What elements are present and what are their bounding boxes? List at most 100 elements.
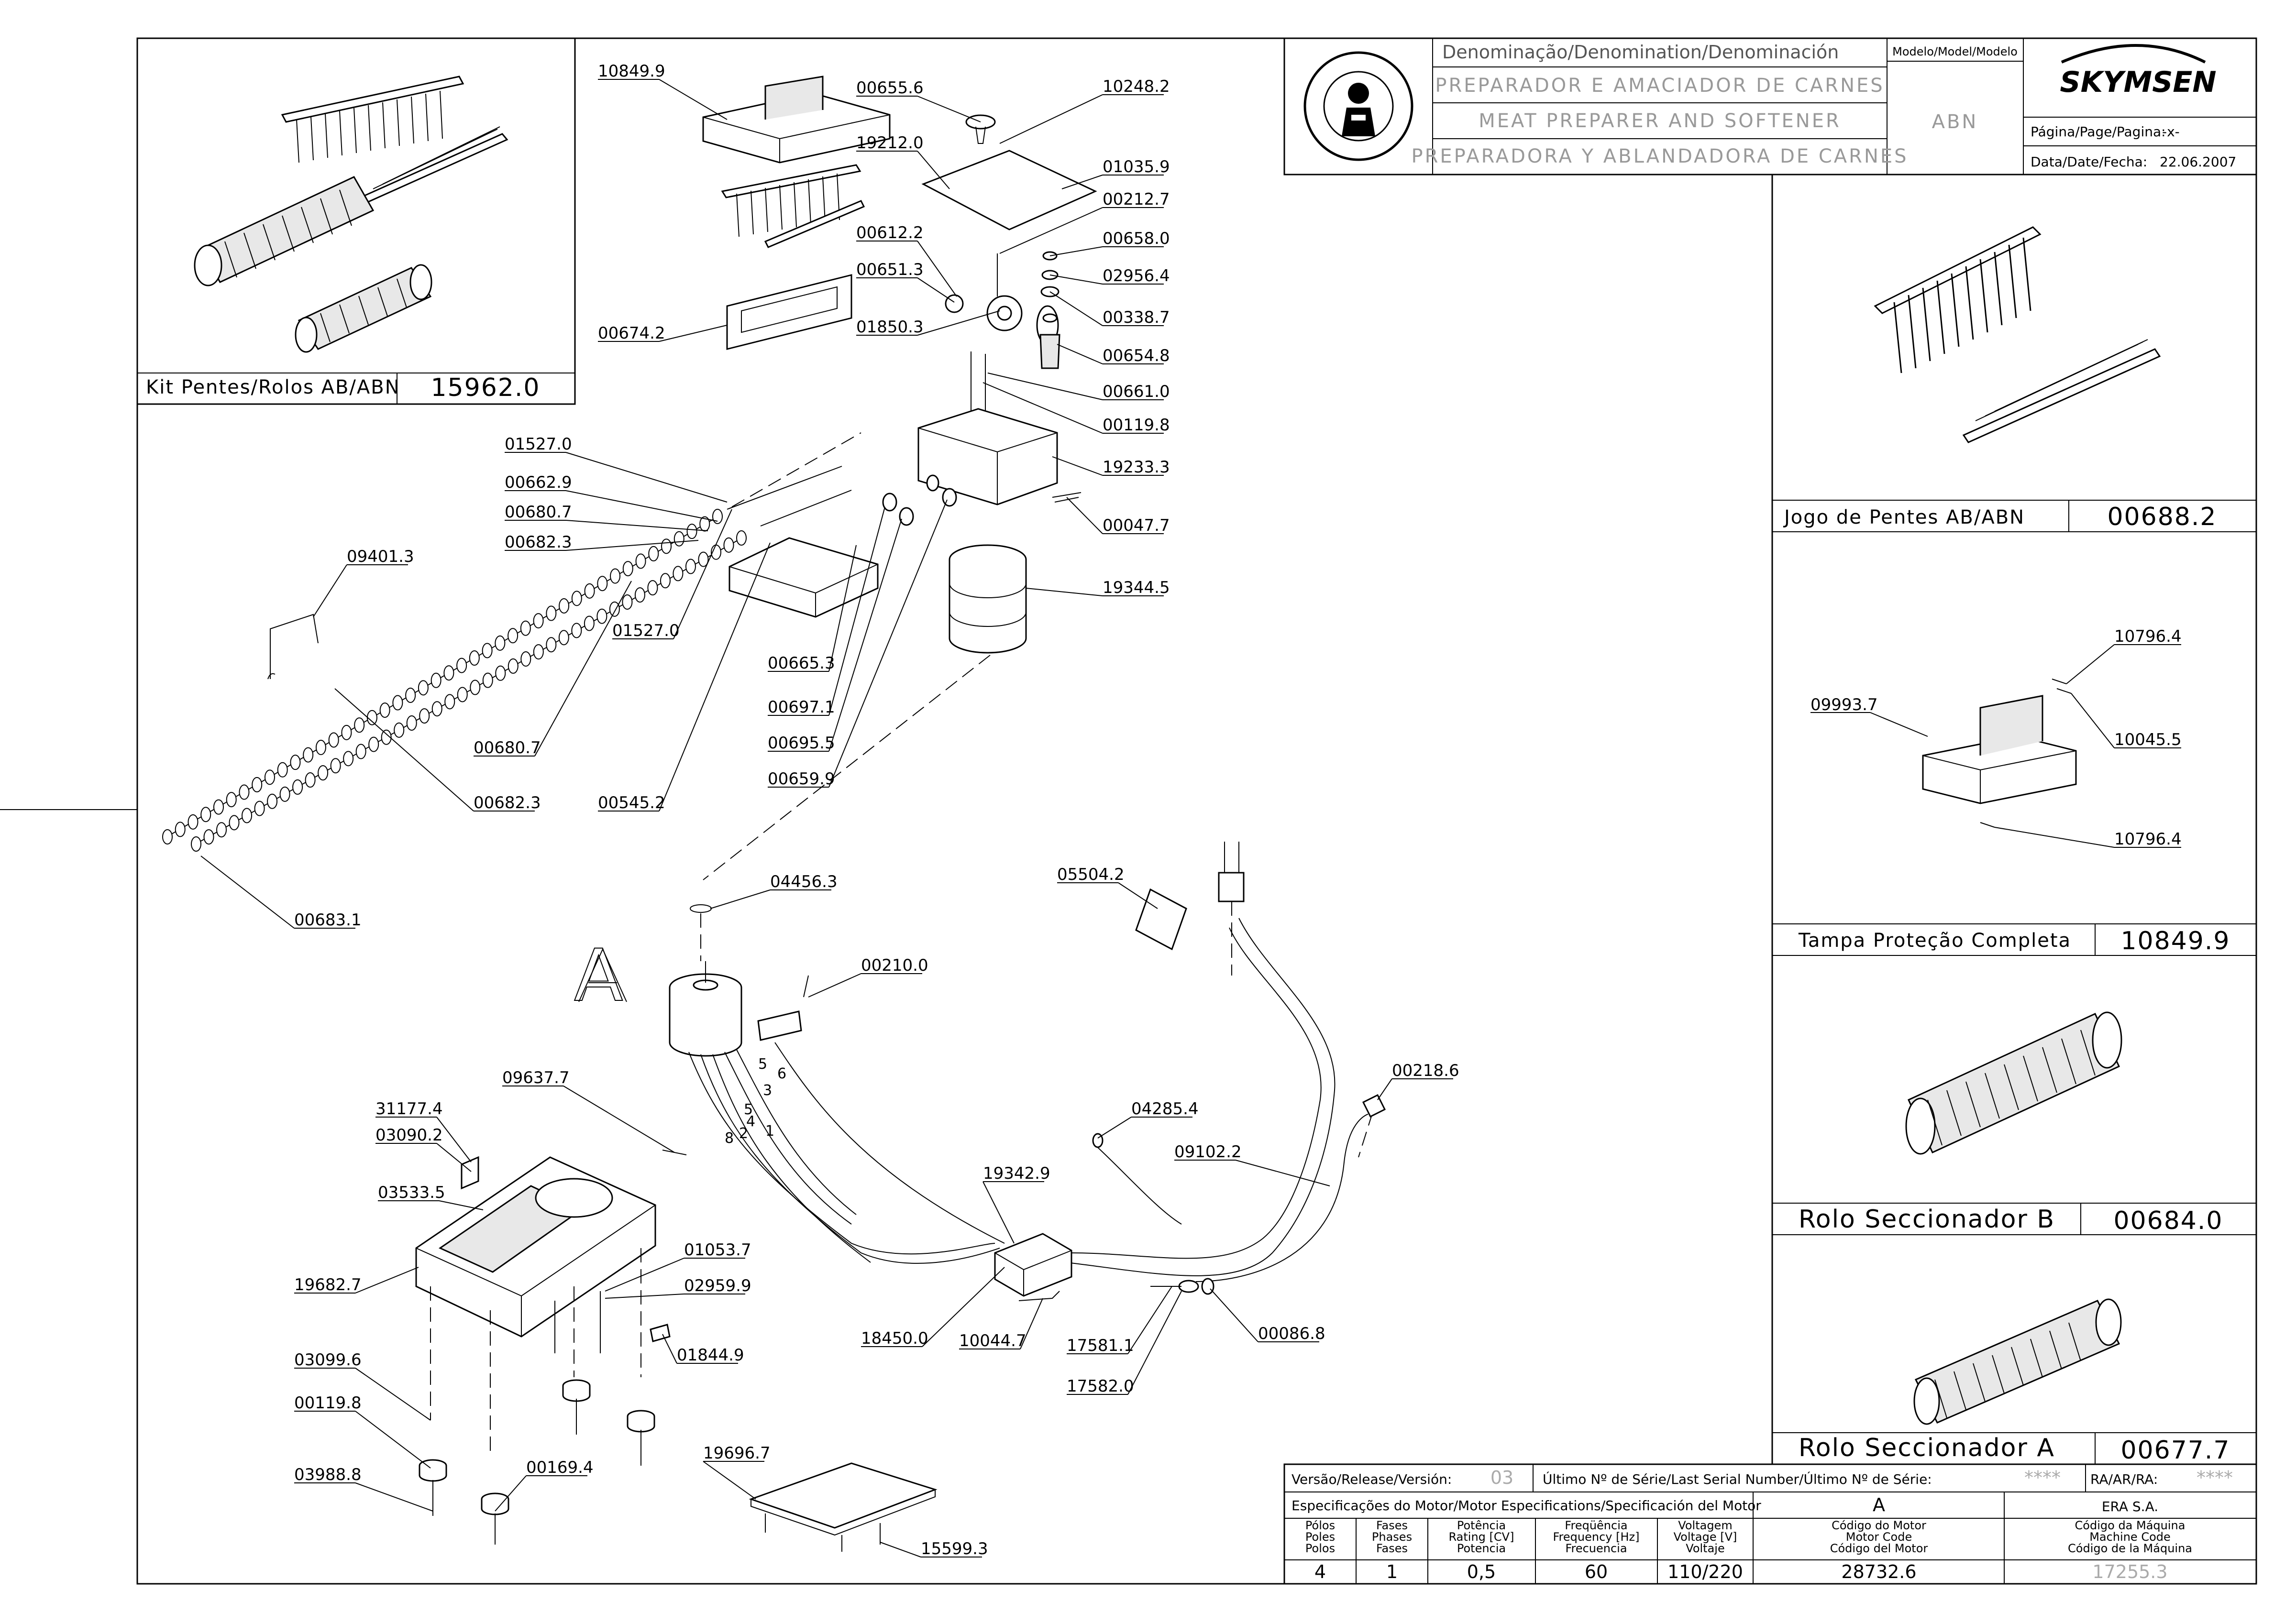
roller-disc [226,792,237,808]
roller-disc [444,694,455,710]
spec-col-motor-code: Código do Motor Motor Code Código del Mo… [1830,1519,1928,1582]
part-label: 00119.8 [294,1393,431,1469]
svg-text:Poles: Poles [1305,1530,1335,1544]
part-number: 17581.1 [1067,1336,1134,1355]
svg-text:Phases: Phases [1372,1530,1412,1544]
roller-disc [609,601,620,617]
roller-disc [469,650,480,666]
roller-disc [470,680,481,695]
part-number: 02956.4 [1103,266,1170,285]
roller-disc [318,765,329,781]
roller-disc [495,665,506,681]
roller-disc [443,665,454,681]
svg-text:5: 5 [758,1056,767,1073]
part-label: 00665.3 [768,545,857,673]
part-number: 19696.7 [703,1444,771,1463]
svg-text:Código del Motor: Código del Motor [1830,1542,1928,1555]
part-label: 00682.3 [334,688,541,812]
roller-disc [216,822,227,838]
part-label: 00545.2 [598,542,771,812]
roller-disc [406,715,417,731]
roller-disc [392,695,403,711]
svg-text:2: 2 [739,1125,748,1142]
name-english: MEAT PREPARER AND SOFTENER [1479,110,1841,132]
wire-numbers: 5 6 3 5 4 8 2 1 [725,1056,786,1147]
svg-text:Potência: Potência [1457,1519,1506,1532]
part-number: 01527.0 [612,621,680,640]
part-label: 19344.5 [1026,578,1170,597]
roller-disc [341,724,352,740]
svg-text:Fases: Fases [1376,1519,1408,1532]
comb-set-illustration [1874,226,2161,443]
part-number: 00651.3 [856,260,924,279]
svg-text:1: 1 [765,1123,774,1140]
part-number: 00210.0 [861,956,928,975]
roller-disc [381,729,392,745]
part-number: 19212.0 [856,133,924,153]
spec-col-frequency: Freqüência Frequency [Hz] Frecuencia 60 [1553,1519,1640,1582]
roller-disc [379,702,390,718]
svg-text:Voltage [V]: Voltage [V] [1674,1530,1737,1544]
part-number: 19233.3 [1103,458,1170,477]
svg-text:Código de la Máquina: Código de la Máquina [2068,1542,2192,1555]
page-value: -x- [2162,124,2180,140]
part-number: 00169.4 [526,1458,594,1477]
svg-text:110/220: 110/220 [1667,1561,1743,1582]
roller-disc [622,594,633,610]
part-number: 00086.8 [1258,1324,1325,1343]
roller-disc [546,637,557,653]
svg-text:Código da Máquina: Código da Máquina [2075,1519,2186,1532]
part-number: 03090.2 [375,1126,443,1145]
roller-disc [635,553,646,569]
part-number: 01035.9 [1103,157,1170,176]
roller-disc [290,755,301,770]
part-label: 01850.3 [856,310,1000,337]
part-number: 02959.9 [684,1276,751,1295]
version-label: Versão/Release/Versión: [1292,1471,1452,1487]
part-label: 19342.9 [982,1164,1050,1244]
part-number: 00212.7 [1103,190,1170,209]
roller-disc [343,751,354,767]
spec-col-poles: Pólos Poles Polos 4 [1305,1519,1335,1582]
roller-disc [264,769,275,785]
part-number: 00682.3 [474,793,541,812]
roller-disc [303,747,314,763]
title-block: Denominação/Denomination/Denominación PR… [1283,37,2257,175]
part-number: 09637.7 [502,1068,570,1087]
motor-letter-big: A [574,934,623,1018]
roller-disc [736,530,747,546]
part-number: 15599.3 [921,1539,988,1558]
brand-swoosh-icon [2061,44,2206,64]
spec-col-machine-code: Código da Máquina Machine Code Código de… [2068,1519,2192,1582]
roller-disc [457,687,468,702]
tampa-part-labels: 09993.7 10796.4 10045.5 10796.4 [1810,627,2182,849]
part-number: 18450.0 [861,1329,928,1348]
ra-label: RA/AR/RA: [2090,1471,2158,1487]
exploded-view-shapes [162,76,1386,1552]
part-number: 00654.8 [1103,346,1170,365]
motor-spec-label: Especificações do Motor/Motor Especifica… [1292,1498,1761,1513]
part-label: 02956.4 [1049,266,1170,285]
part-label: 05504.2 [1057,865,1158,909]
part-label: 10044.7 [959,1298,1043,1350]
kit-main-label: Kit Pentes/Rolos AB/ABN [146,376,400,398]
roller-disc [597,576,608,592]
roller-disc [508,658,519,674]
part-label: 00682.3 [505,533,699,552]
part-label: 17582.0 [1067,1291,1182,1396]
part-label: 00218.6 [1377,1061,1459,1100]
part-label: 02959.9 [605,1276,751,1299]
roller-disc [277,762,288,778]
cover-illustration [1922,679,2077,828]
spec-col-phases: Fases Phases Fases 1 [1372,1519,1412,1582]
part-number: 03099.6 [294,1350,362,1370]
part-label: 00338.7 [1049,291,1170,327]
name-spanish: PREPARADORA Y ABLANDADORA DE CARNES [1411,145,1908,167]
part-label: 01035.9 [1061,157,1170,189]
part-label: 00612.2 [856,223,957,297]
tampa-label: Tampa Proteção Completa [1798,930,2071,952]
roller-disc [162,829,173,844]
roller-disc [558,630,569,646]
part-number: 00682.3 [505,533,572,552]
spec-col-rating: Potência Rating [CV] Potencia 0,5 [1449,1519,1514,1582]
